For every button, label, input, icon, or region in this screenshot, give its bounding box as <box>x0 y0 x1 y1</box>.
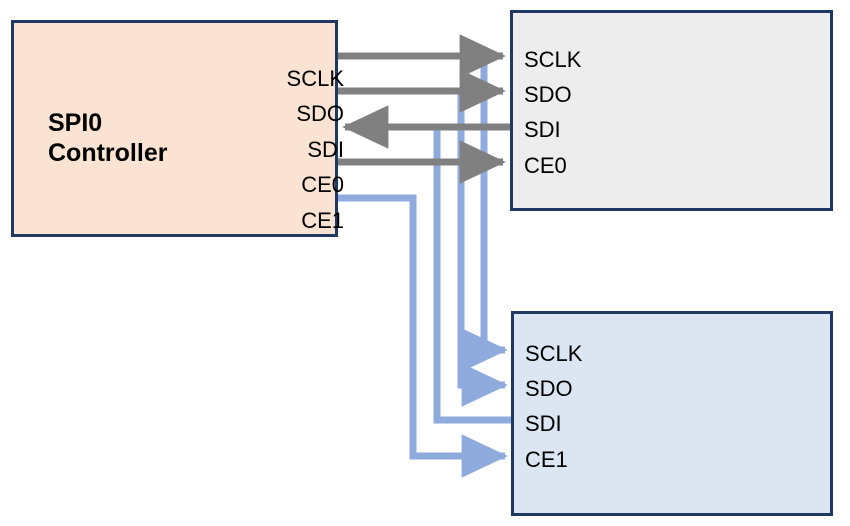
controller-pin-ce1: CE1 <box>301 208 344 233</box>
wire-sclk-to-peripheral1 <box>461 56 508 372</box>
controller-pin-ce0: CE0 <box>301 172 344 197</box>
peripheral1-pin-ce1: CE1 <box>525 447 568 472</box>
controller-pin-sdi: SDI <box>307 137 344 162</box>
peripheral1-pin-sdi: SDI <box>525 411 562 436</box>
peripheral0-pin-list: SCLK SDO SDI CE0 <box>524 13 674 208</box>
wire-sdi-from-peripheral1 <box>433 127 511 424</box>
peripheral1-pin-sclk: SCLK <box>525 341 583 366</box>
peripheral1-pin-list: SCLK SDO SDI CE1 <box>525 314 675 513</box>
controller-block[interactable]: SPI0 Controller SCLK SDO SDI CE0 CE1 <box>11 20 344 237</box>
peripheral0-pin-ce0: CE0 <box>524 153 567 178</box>
peripheral0-pin-sdo: SDO <box>524 82 572 107</box>
wire-sdo-to-peripheral1 <box>457 91 508 407</box>
peripheral0-pin-sdi: SDI <box>524 117 561 142</box>
peripheral0-pin-sclk: SCLK <box>524 47 582 72</box>
controller-pin-sclk: SCLK <box>286 66 344 91</box>
peripheral1-pin-sdo: SDO <box>525 376 573 401</box>
controller-title: SPI0 Controller <box>48 109 168 167</box>
wire-ce1-to-peripheral1 <box>338 194 508 478</box>
peripheral0-block[interactable]: Peripheral 0 SCLK SDO SDI CE0 <box>510 10 833 211</box>
peripheral1-block[interactable]: Peripheral 1 SCLK SDO SDI CE1 <box>511 311 833 516</box>
controller-pin-sdo: SDO <box>296 101 344 126</box>
controller-pin-list: SCLK SDO SDI CE0 CE1 <box>194 23 344 240</box>
